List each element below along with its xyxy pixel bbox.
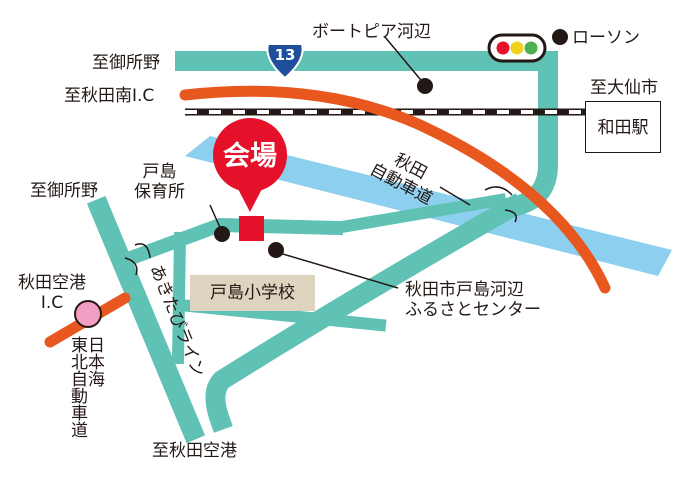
label-to-akita-airport: 至秋田空港 bbox=[152, 441, 237, 461]
road-akitabi-line bbox=[86, 195, 206, 444]
label-nihonkai-tohoku-expressway: 日本海 東北自動車道 bbox=[67, 336, 104, 438]
map-pin-icon bbox=[213, 118, 287, 241]
label-to-omagari: 至大仙市 bbox=[590, 78, 658, 98]
label-to-akita-minami-ic: 至秋田南I.C bbox=[64, 86, 155, 106]
expressway-akita bbox=[179, 85, 611, 294]
label-to-goshono-top: 至御所野 bbox=[92, 53, 160, 73]
route-shield-number: 13 bbox=[274, 46, 296, 64]
venue-label: 会場 bbox=[223, 141, 277, 172]
poi-dot-icon bbox=[268, 242, 284, 258]
label-lawson: ローソン bbox=[572, 28, 640, 48]
road-local-a bbox=[122, 217, 344, 267]
poi-dot-icon bbox=[417, 78, 433, 94]
label-boatopia: ボートピア河辺 bbox=[312, 22, 431, 42]
traffic-light-icon bbox=[487, 33, 547, 63]
label-akita-airport-ic: 秋田空港 I.C bbox=[18, 273, 86, 314]
label-to-goshono-left: 至御所野 bbox=[30, 181, 98, 201]
river bbox=[185, 136, 672, 276]
toshima-elementary-school: 戸島小学校 bbox=[190, 275, 315, 311]
road-local-b bbox=[171, 231, 187, 365]
route-13-shield-icon bbox=[266, 43, 304, 80]
poi-dot-icon bbox=[214, 226, 230, 242]
wada-station: 和田駅 bbox=[585, 101, 661, 153]
roads bbox=[86, 51, 558, 444]
label-akita-city-center: 秋田市戸島河辺 ふるさとセンター bbox=[405, 280, 541, 321]
ic-marker bbox=[74, 300, 102, 328]
bridge-marks bbox=[124, 186, 517, 276]
label-toshima-nursery: 戸島 保育所 bbox=[134, 162, 185, 203]
poi-dot-icon bbox=[552, 29, 568, 45]
road-local-c bbox=[329, 193, 507, 235]
road-main-diagonal bbox=[205, 193, 526, 433]
